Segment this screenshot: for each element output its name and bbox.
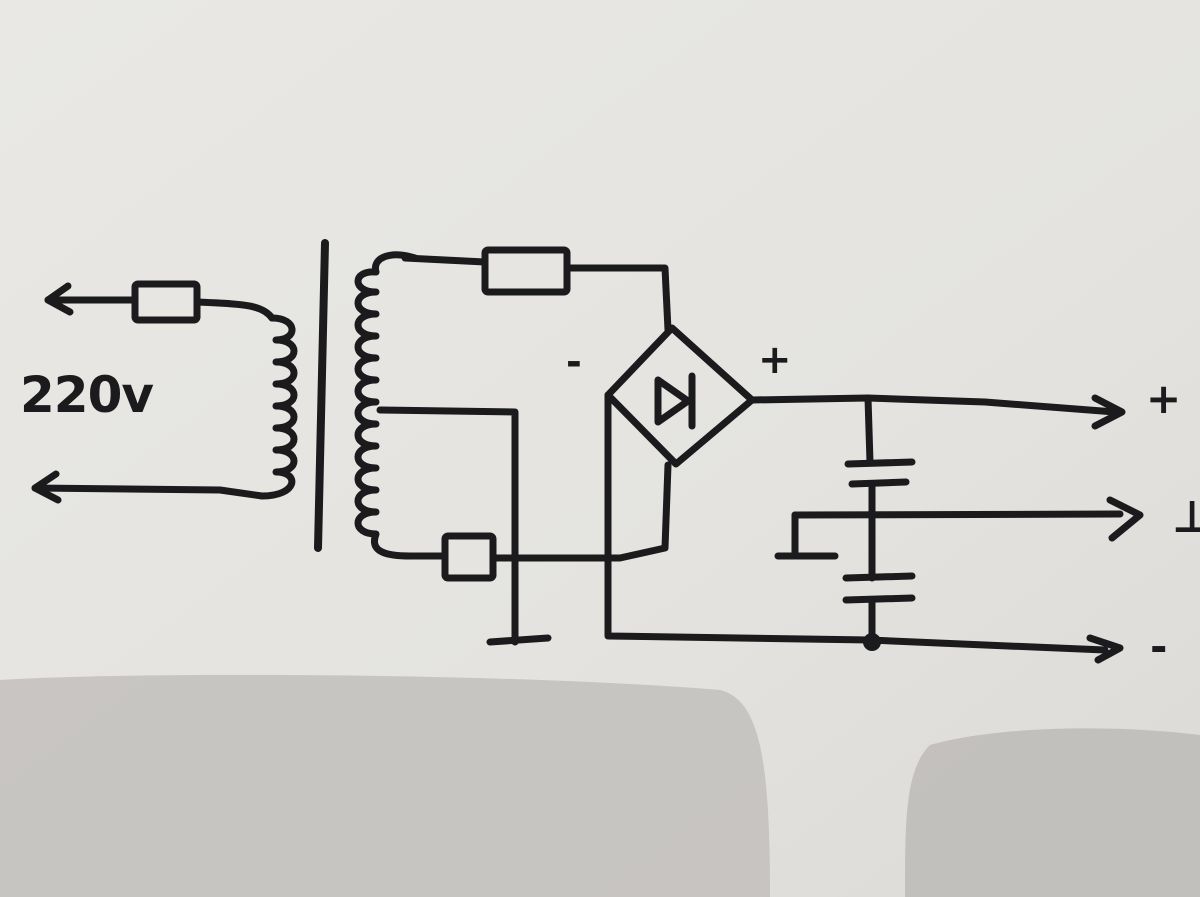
wire-center-tap [376,406,519,646]
transformer-core [314,239,329,552]
output-arrow-plus [1091,394,1126,430]
output-minus-label: - [1150,622,1168,671]
hand-shadow-left [0,674,770,897]
wire-fuse-to-bridge-top [563,264,672,334]
wire-positive-rail [748,394,1119,416]
bridge-plus-label: + [758,337,792,383]
output-plus-label: + [1146,374,1182,423]
wire-mid-output [791,510,1124,519]
wire-secondary-top-left [401,254,489,266]
capacitor-upper [844,458,916,488]
junction-dot [863,633,881,651]
bridge-minus-label: - [566,340,582,384]
output-ground-label: ⊥ [1172,492,1200,543]
wire-cap-top [864,394,874,466]
capacitor-lower [842,572,916,604]
input-terminal-top [44,282,139,316]
output-arrow-mid [1106,496,1144,542]
wire-fuse-to-bridge-bottom [489,461,672,562]
input-voltage-label: 220v [20,366,154,424]
output-arrow-minus [1086,634,1124,664]
hand-shadow-right [905,728,1200,897]
wire-fuse-to-primary [193,298,276,322]
primary-winding-coil [216,314,298,500]
ground-center-tap [486,634,552,646]
secondary-winding-coil [354,251,419,560]
diode-symbol [654,372,696,430]
input-terminal-bottom [31,470,224,504]
